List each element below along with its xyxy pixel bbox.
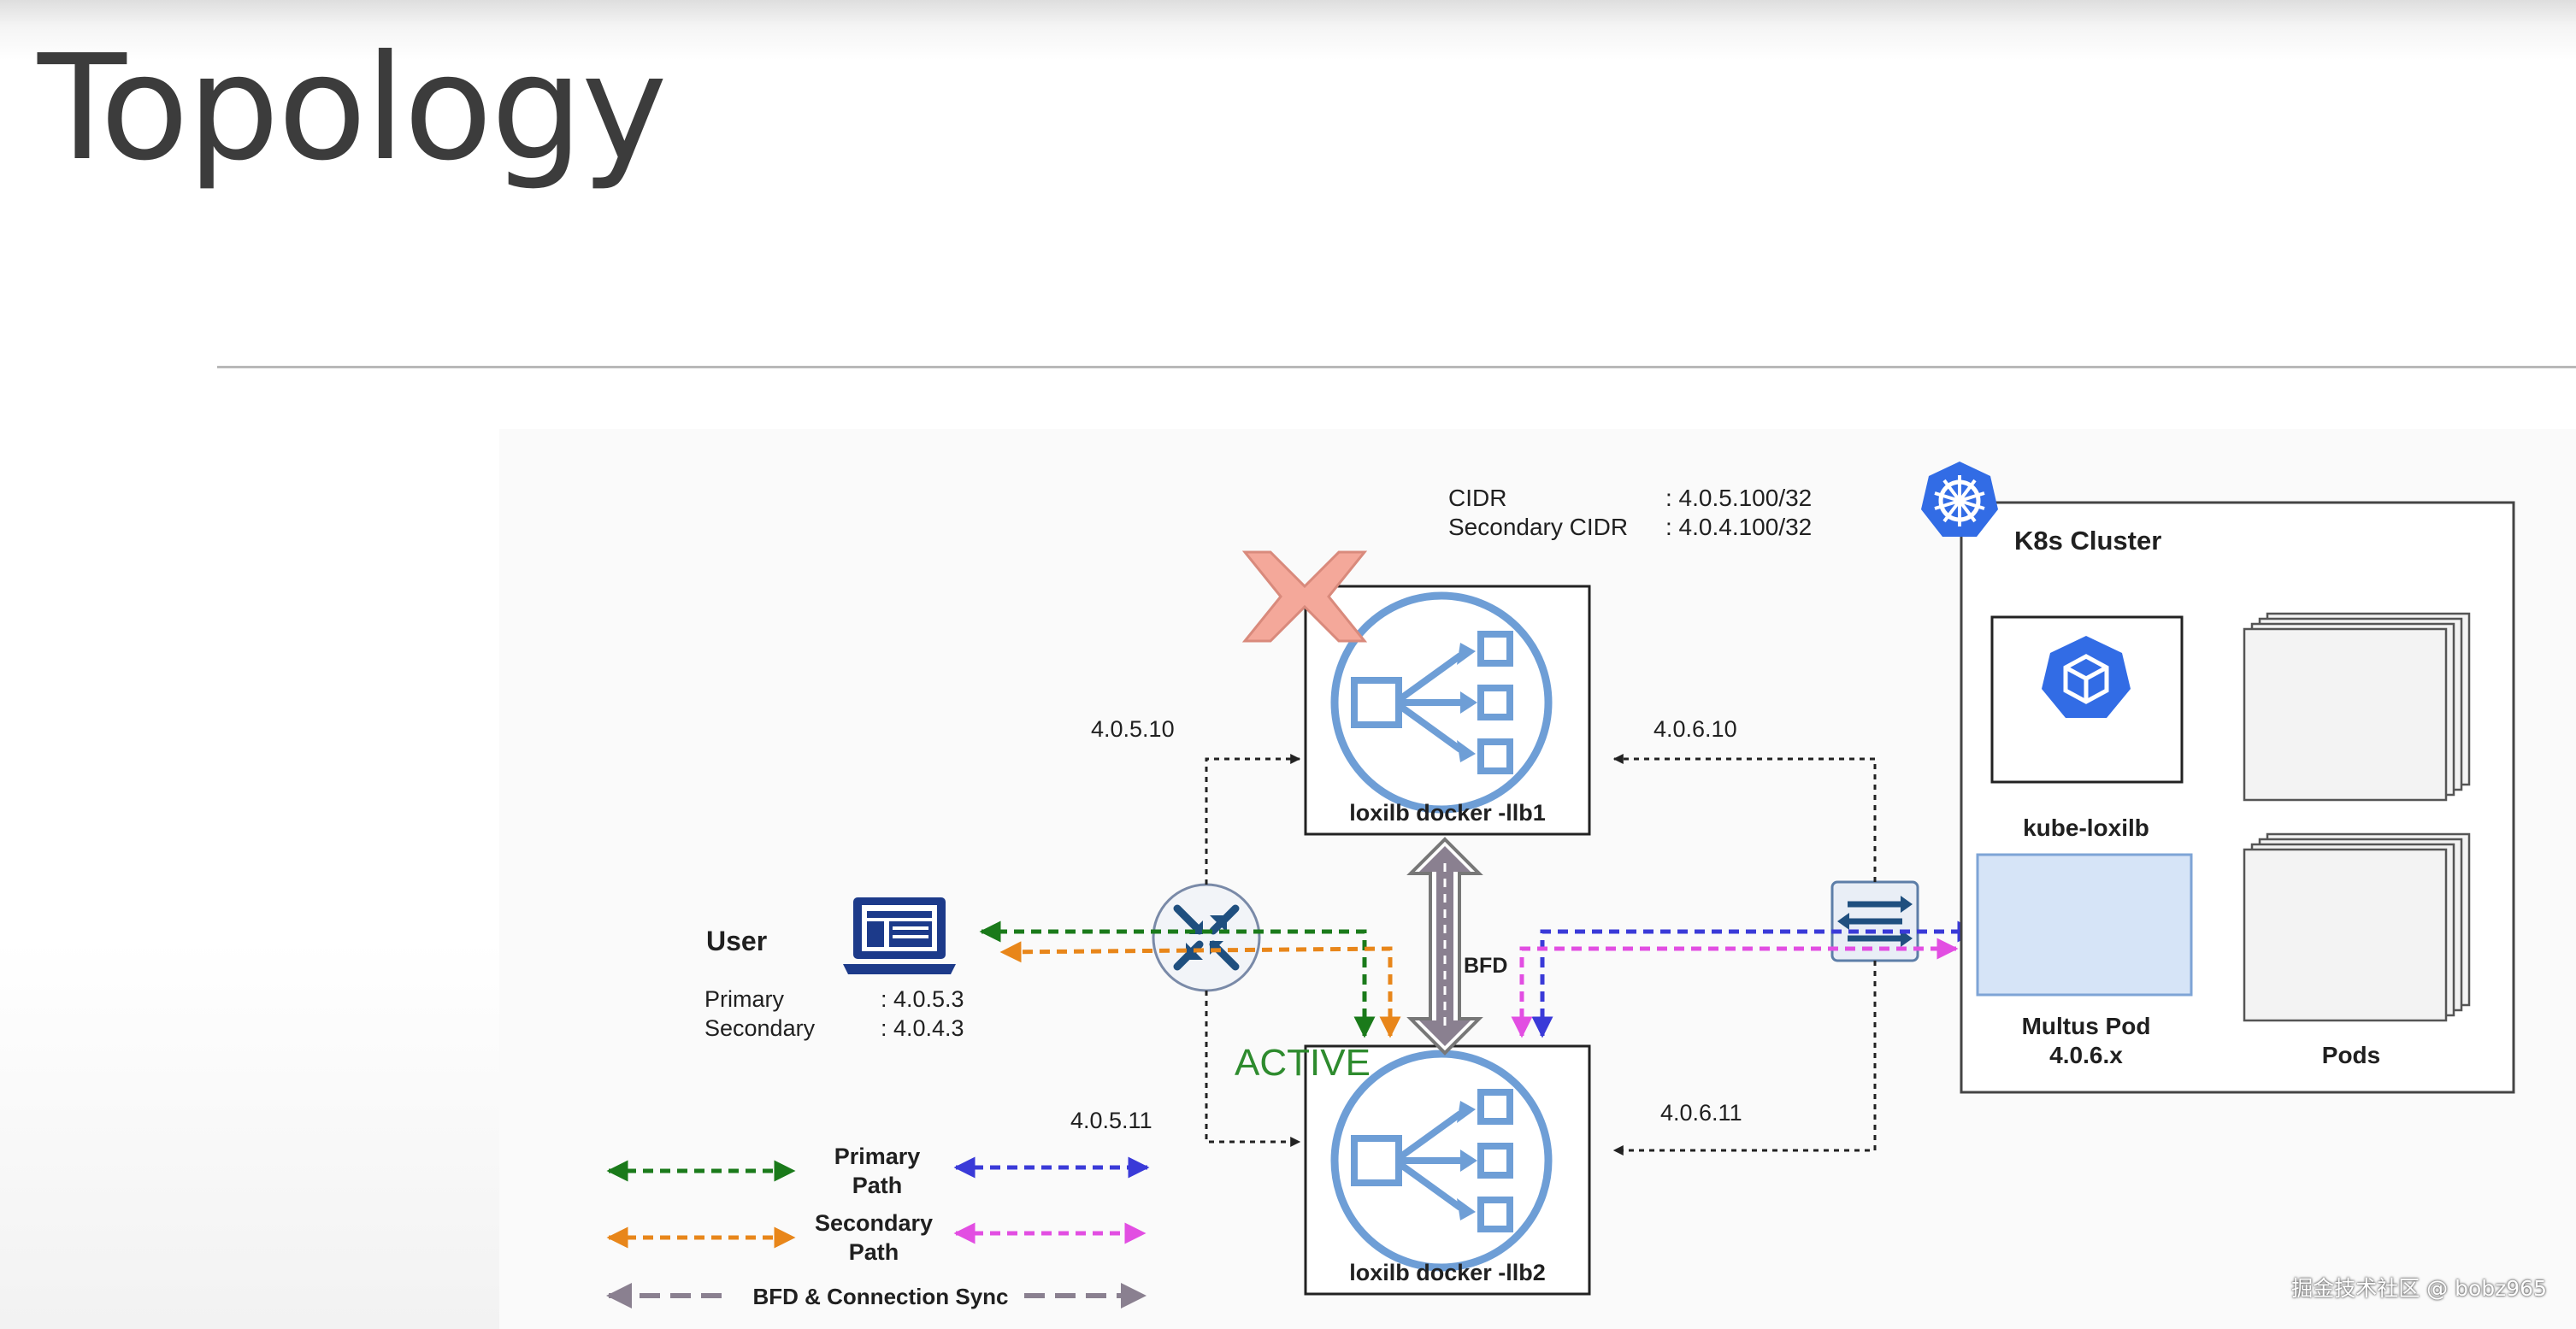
user-secondary-label: Secondary <box>704 1015 816 1041</box>
llb1-label: loxilb docker -llb1 <box>1349 800 1546 826</box>
laptop-icon[interactable] <box>843 897 956 974</box>
legend-primary-2: Path <box>852 1173 903 1198</box>
cidr-value: : 4.0.5.100/32 <box>1665 485 1812 511</box>
user-primary-value: : 4.0.5.3 <box>881 986 964 1012</box>
llb1-left-ip: 4.0.5.10 <box>1091 716 1175 742</box>
pods-stack-icon <box>2243 612 2471 1022</box>
cidr-label: CIDR <box>1448 485 1506 511</box>
multus-pod[interactable] <box>1976 853 2193 997</box>
kube-loxilb-node[interactable] <box>1990 615 2184 784</box>
secondary-path-user-side <box>999 941 1401 1038</box>
user-primary-label: Primary <box>704 986 784 1012</box>
watermark: 掘金技术社区 @ bobz965 <box>2291 1276 2547 1301</box>
legend-bfd-sync: BFD & Connection Sync <box>752 1284 1008 1309</box>
llb2-label: loxilb docker -llb2 <box>1349 1260 1546 1285</box>
user-title: User <box>706 926 767 956</box>
llb2-right-ip: 4.0.6.11 <box>1660 1100 1742 1126</box>
pods-label: Pods <box>2322 1042 2380 1068</box>
user-secondary-value: : 4.0.4.3 <box>881 1015 964 1041</box>
bfd-label: BFD <box>1464 954 1507 978</box>
title-divider <box>217 366 2576 368</box>
legend-secondary-1: Secondary <box>815 1210 933 1236</box>
multus-label-1: Multus Pod <box>2022 1013 2151 1039</box>
slide-title: Topology <box>38 24 668 193</box>
kube-cube-icon <box>2042 636 2131 718</box>
secondary-cidr-label: Secondary CIDR <box>1448 514 1628 540</box>
kube-loxilb-label: kube-loxilb <box>2023 814 2149 841</box>
llb1-right-ip: 4.0.6.10 <box>1653 716 1737 742</box>
k8s-title: K8s Cluster <box>2014 526 2161 556</box>
loxilb-llb2-node[interactable]: loxilb docker -llb2 <box>1304 1044 1591 1296</box>
legend <box>606 1156 1150 1308</box>
failed-x-icon <box>1241 550 1368 643</box>
bfd-link <box>1406 837 1483 1056</box>
active-status: ACTIVE <box>1235 1042 1371 1084</box>
kubernetes-helm-icon <box>1921 462 1998 537</box>
legend-primary-1: Primary <box>834 1144 921 1169</box>
legend-secondary-2: Path <box>849 1239 899 1265</box>
secondary-cidr-value: : 4.0.4.100/32 <box>1665 514 1812 540</box>
router-icon[interactable] <box>1152 883 1261 992</box>
llb2-left-ip: 4.0.5.11 <box>1070 1108 1152 1133</box>
secondary-path-pod-side <box>1511 938 1959 1038</box>
multus-label-2: 4.0.6.x <box>2049 1042 2123 1068</box>
